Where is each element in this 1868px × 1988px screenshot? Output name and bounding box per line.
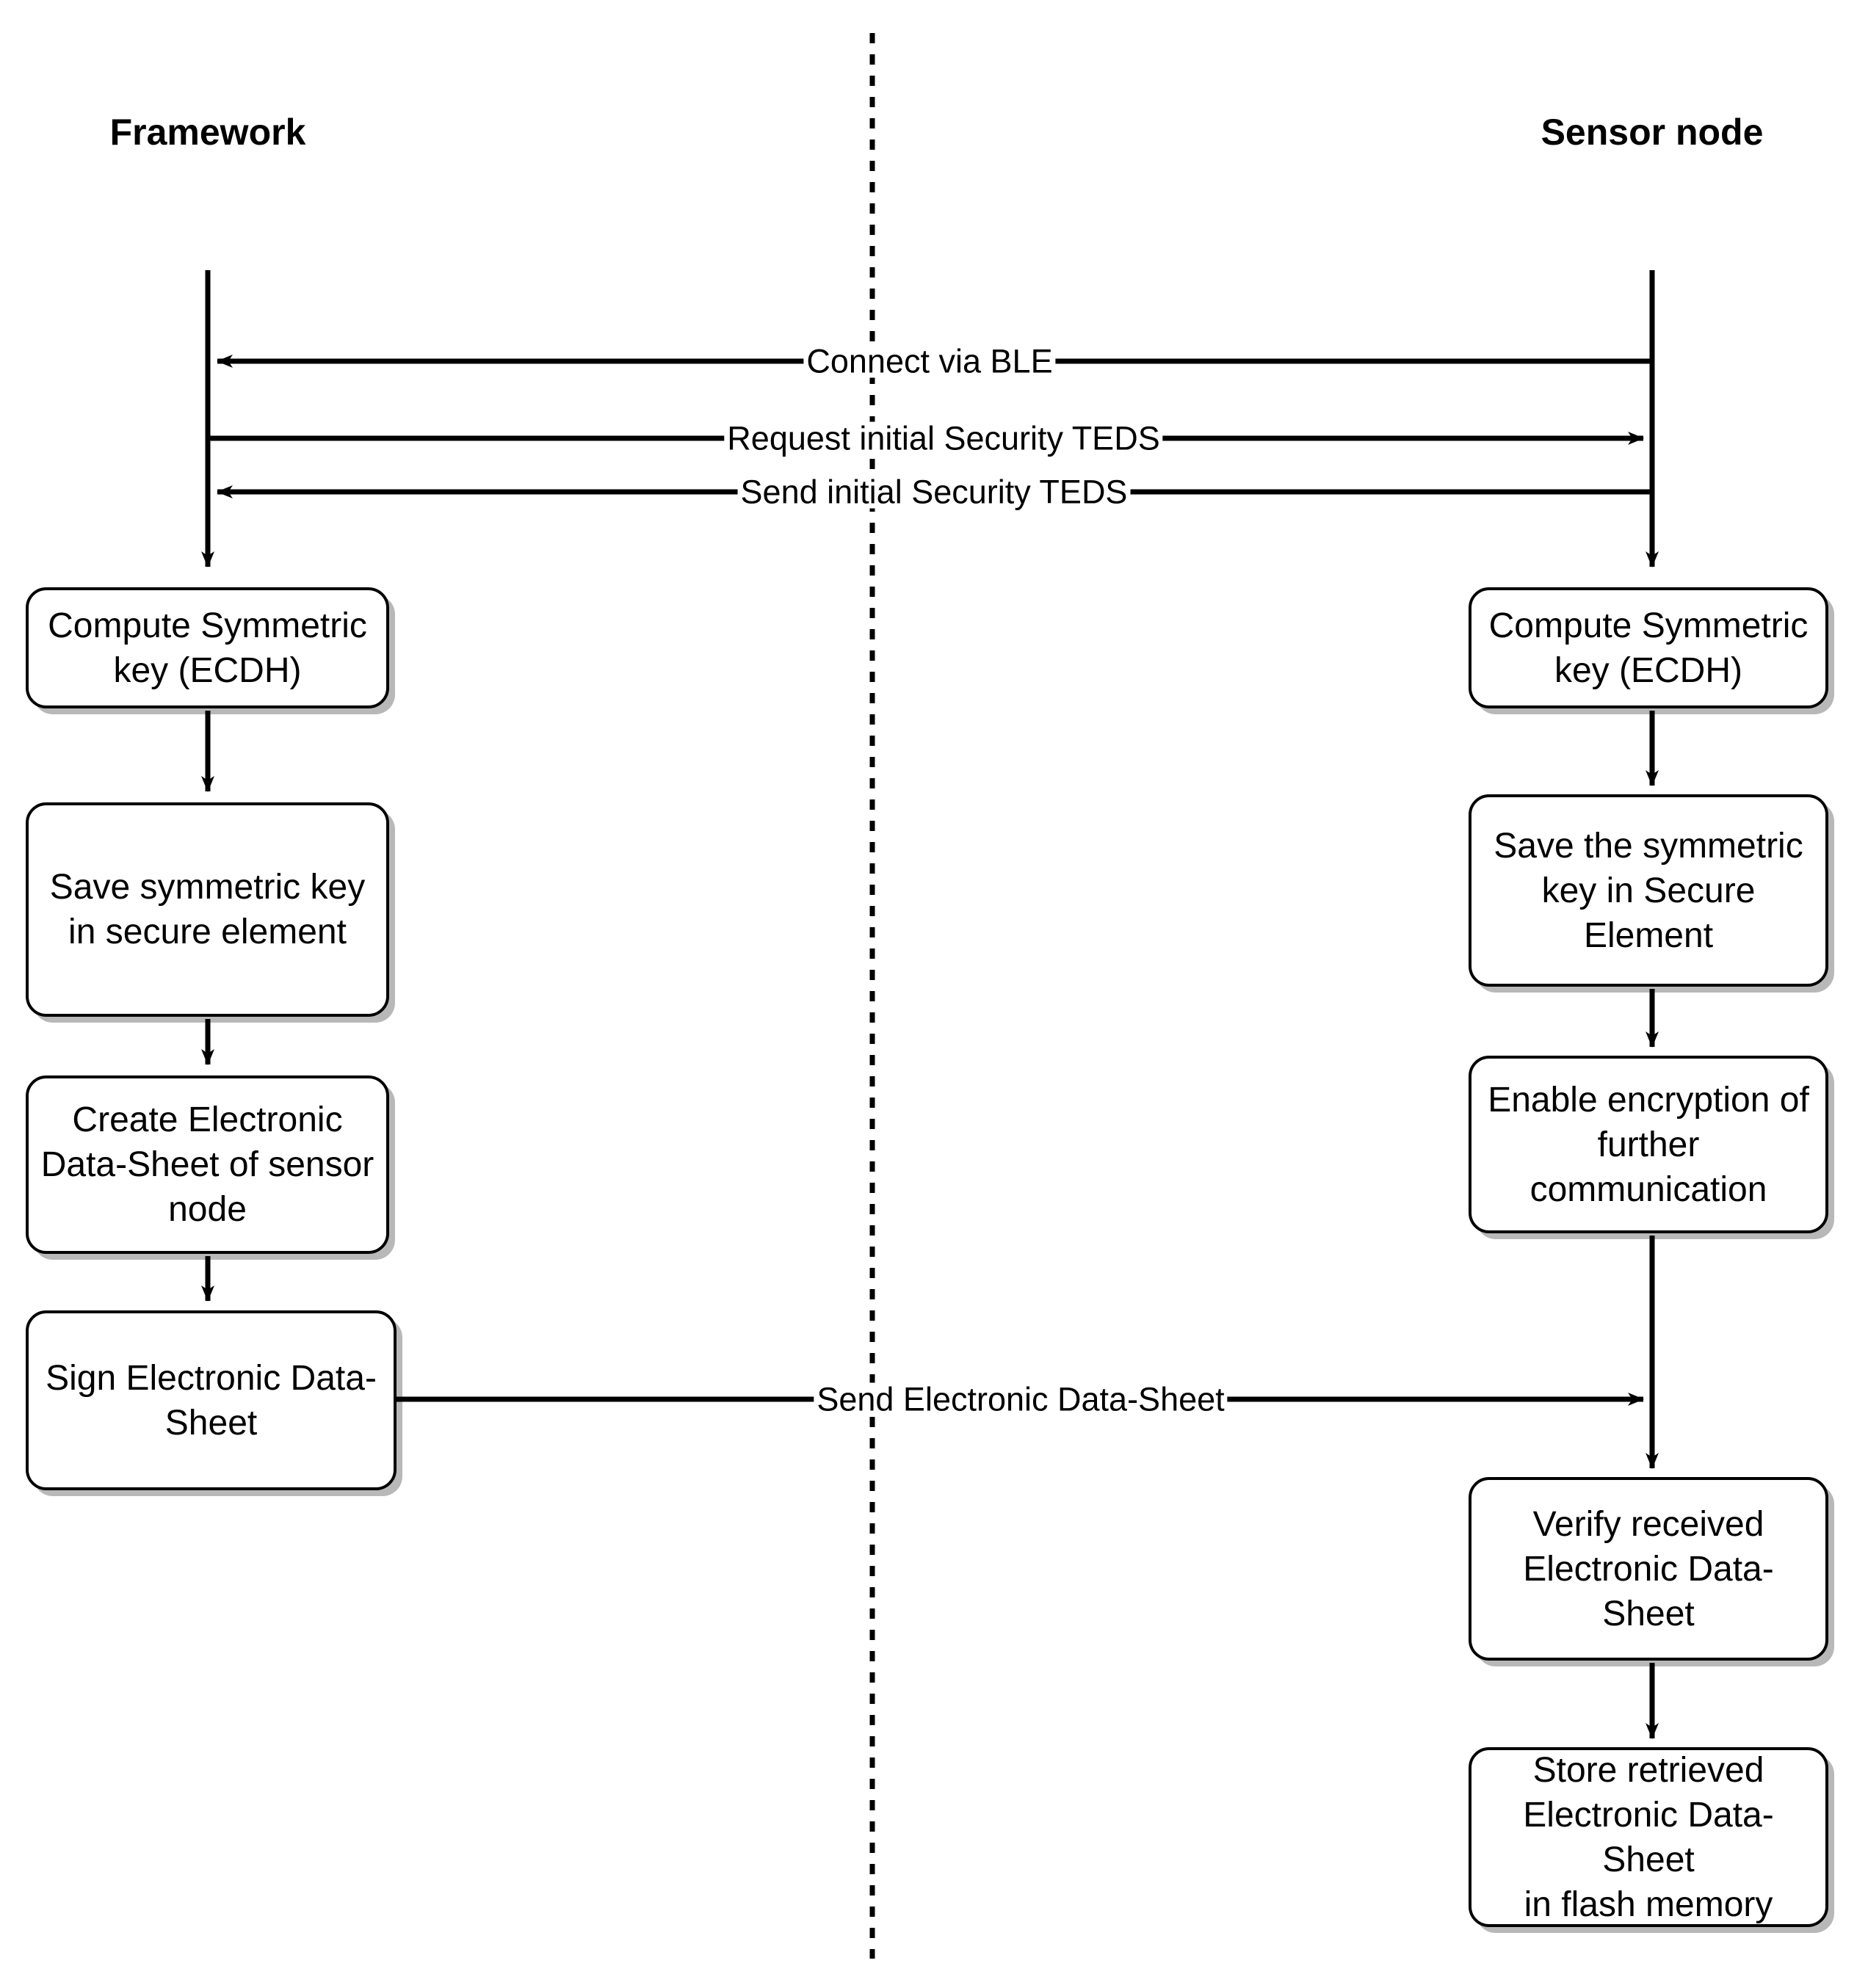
process-box-save-the-symmetric-key-in-secure-element[interactable]: Save the symmetric key in Secure Element xyxy=(1469,794,1828,987)
message-label-request-initial-security-teds: Request initial Security TEDS xyxy=(724,421,1163,455)
process-box-verify-received-electronic-data-sheet[interactable]: Verify received Electronic Data-Sheet xyxy=(1469,1477,1828,1661)
process-box-store-retrieved-electronic-data-sheet-in-flash-memory[interactable]: Store retrieved Electronic Data-Sheet in… xyxy=(1469,1747,1828,1927)
process-box-create-electronic-data-sheet-of-sensor-node[interactable]: Create Electronic Data-Sheet of sensor n… xyxy=(26,1075,389,1254)
message-label-send-electronic-data-sheet: Send Electronic Data-Sheet xyxy=(814,1382,1228,1416)
process-box-compute-symmetric-key-ecdh-sensor[interactable]: Compute Symmetric key (ECDH) xyxy=(1469,587,1828,708)
process-box-save-symmetric-key-in-secure-element[interactable]: Save symmetric key in secure element xyxy=(26,802,389,1017)
process-box-sign-electronic-data-sheet[interactable]: Sign Electronic Data- Sheet xyxy=(26,1310,397,1490)
message-label-send-initial-security-teds: Send initial Security TEDS xyxy=(737,475,1131,509)
message-label-connect-via-ble: Connect via BLE xyxy=(803,344,1056,378)
process-box-compute-symmetric-key-ecdh-framework[interactable]: Compute Symmetric key (ECDH) xyxy=(26,587,389,708)
process-box-enable-encryption-of-further-communication[interactable]: Enable encryption of further communicati… xyxy=(1469,1056,1828,1233)
lane-header-sensor-node: Sensor node xyxy=(1541,112,1764,153)
lane-header-framework: Framework xyxy=(109,112,306,153)
